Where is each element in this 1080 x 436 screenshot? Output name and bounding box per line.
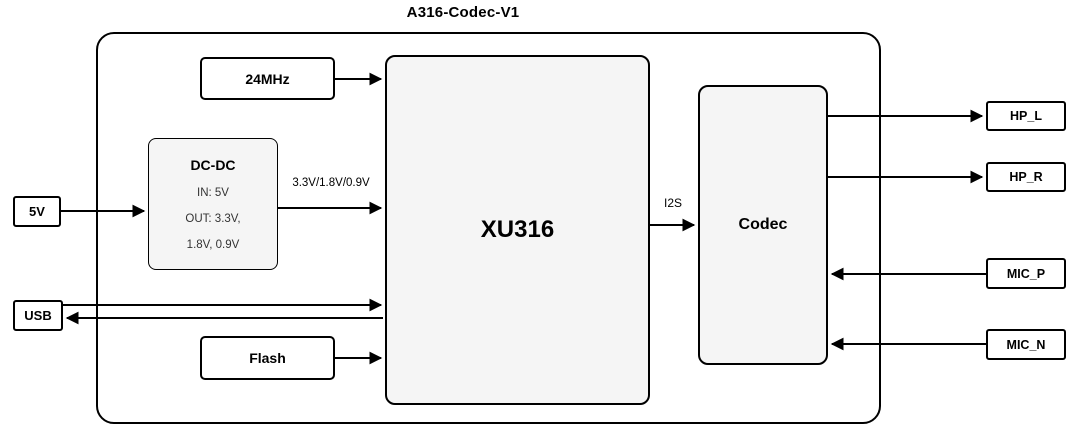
board-boundary	[96, 32, 881, 424]
power-rails-label: 3.3V/1.8V/0.9V	[292, 177, 370, 189]
block-usb-port: USB	[13, 300, 63, 331]
i2s-bus-label: I2S	[663, 196, 682, 210]
block-5v-input: 5V	[13, 196, 61, 227]
block-24mhz-clock: 24MHz	[200, 57, 335, 100]
diagram-title: A316-Codec-V1	[406, 4, 520, 21]
dcdc-title: DC-DC	[190, 157, 236, 173]
block-mic-negative-input: MIC_N	[986, 329, 1066, 360]
dcdc-line-output: OUT: 3.3V,	[185, 213, 241, 225]
block-dcdc-converter: DC-DC IN: 5V OUT: 3.3V, 1.8V, 0.9V	[148, 138, 278, 270]
dcdc-line-rails: 1.8V, 0.9V	[186, 239, 240, 251]
dcdc-line-input: IN: 5V	[197, 187, 229, 199]
block-codec: Codec	[698, 85, 828, 365]
block-xu316-mcu: XU316	[385, 55, 650, 405]
block-flash-memory: Flash	[200, 336, 335, 380]
block-hp-right-output: HP_R	[986, 162, 1066, 192]
block-hp-left-output: HP_L	[986, 101, 1066, 131]
block-mic-positive-input: MIC_P	[986, 258, 1066, 289]
